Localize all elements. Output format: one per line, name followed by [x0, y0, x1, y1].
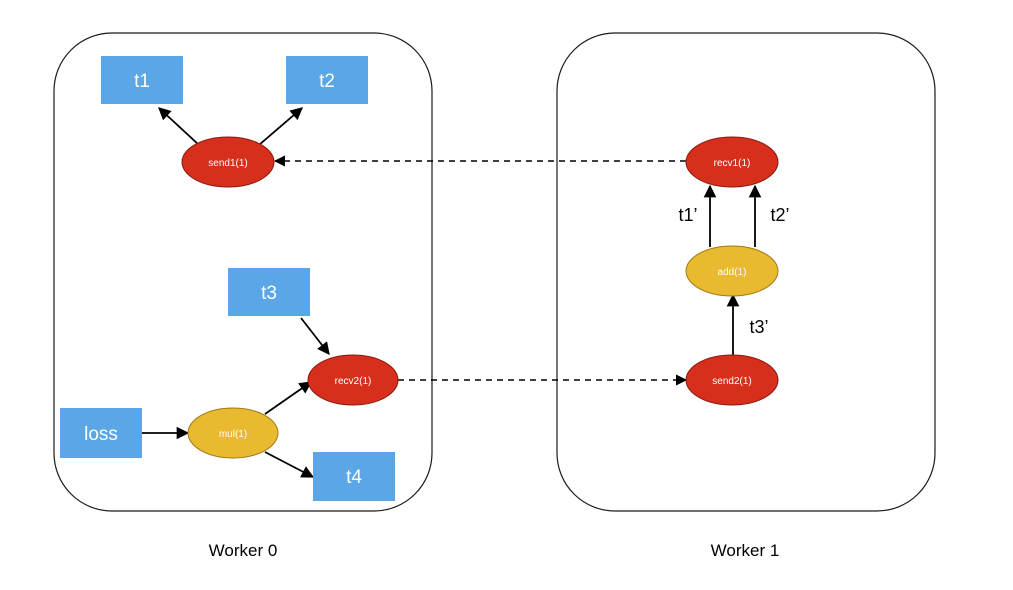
- tensor-t3: t3: [228, 268, 310, 316]
- op-recv1-label: recv1(1): [714, 158, 751, 169]
- tensor-t4: t4: [313, 452, 395, 501]
- edge-t3-recv2: [300, 317, 330, 355]
- op-send1-label: send1(1): [208, 158, 247, 169]
- op-recv2-label: recv2(1): [335, 376, 372, 387]
- op-recv1: recv1(1): [685, 136, 779, 188]
- tensor-t3-label: t3: [261, 283, 277, 304]
- op-send2-label: send2(1): [712, 376, 751, 387]
- op-send1: send1(1): [181, 136, 275, 188]
- tensor-t1-label: t1: [134, 71, 150, 92]
- op-add-label: add(1): [718, 267, 747, 278]
- edge-label-t3-prime: t3’: [749, 317, 768, 337]
- worker-1-label: Worker 1: [711, 541, 780, 560]
- worker-0-label: Worker 0: [209, 541, 278, 560]
- op-mul: mul(1): [187, 407, 279, 459]
- tensor-t1: t1: [101, 56, 183, 104]
- edge-label-t2-prime: t2’: [770, 205, 789, 225]
- edge-send1-t2: [258, 107, 303, 146]
- op-recv2: recv2(1): [307, 354, 399, 406]
- tensor-t4-label: t4: [346, 467, 362, 488]
- tensor-t2: t2: [286, 56, 368, 104]
- tensor-loss: loss: [60, 408, 142, 458]
- edge-send1-t1: [158, 107, 200, 146]
- edge-mul-t4: [264, 451, 315, 478]
- op-send2: send2(1): [685, 354, 779, 406]
- tensor-loss-label: loss: [84, 424, 118, 445]
- op-add: add(1): [685, 245, 779, 297]
- tensor-t2-label: t2: [319, 71, 335, 92]
- edge-mul-recv2: [264, 381, 313, 415]
- edge-label-t1-prime: t1’: [678, 205, 697, 225]
- op-mul-label: mul(1): [219, 429, 247, 440]
